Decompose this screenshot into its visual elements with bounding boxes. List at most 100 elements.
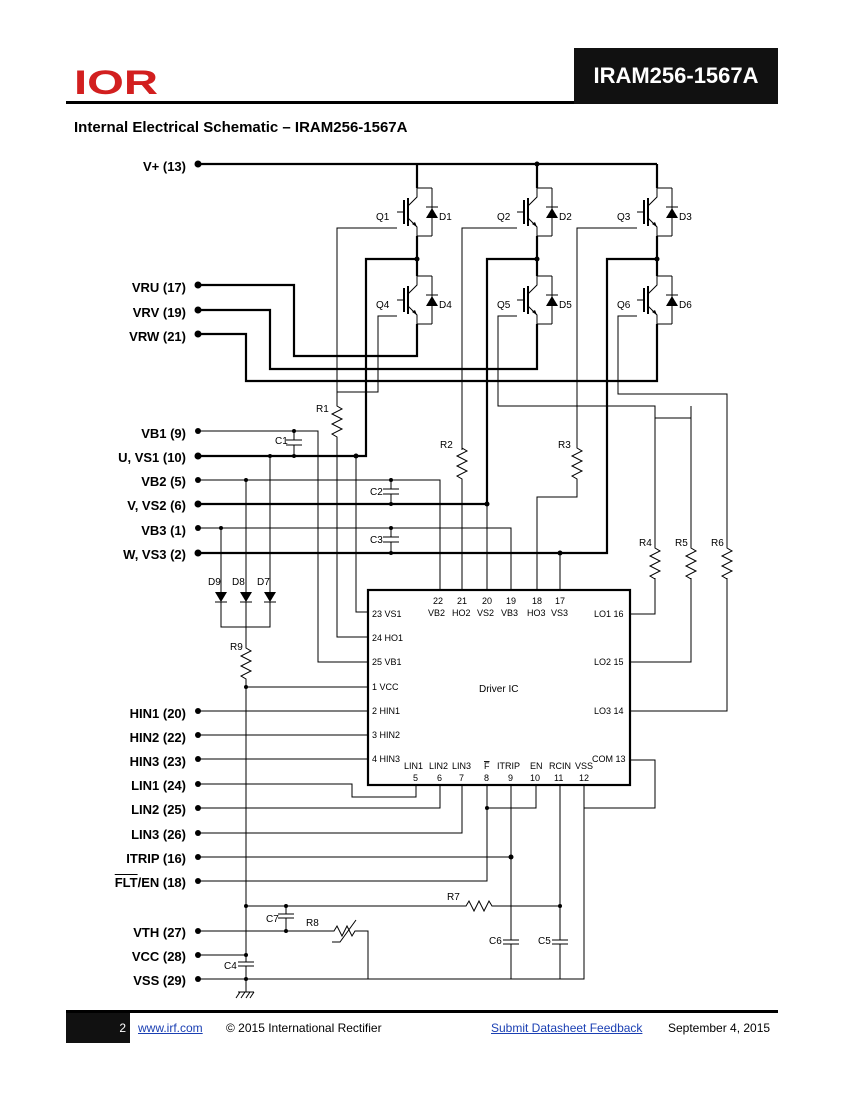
ic-pin-24: 24 HO1 xyxy=(372,633,403,643)
ic-pin-13: COM 13 xyxy=(592,754,626,764)
label-q6: Q6 xyxy=(617,300,631,311)
ic-pin-12-num: 12 xyxy=(579,773,589,783)
ic-pin-22-name: VB2 xyxy=(428,608,445,618)
ic-pin-11-num: 11 xyxy=(554,773,563,783)
header-rule xyxy=(66,101,778,104)
feedback-link[interactable]: Submit Datasheet Feedback xyxy=(491,1021,643,1035)
ic-pin-7-num: 7 xyxy=(459,773,464,783)
ic-pin-22-num: 22 xyxy=(433,596,443,606)
transistor-q2 xyxy=(516,187,559,237)
label-d6: D6 xyxy=(679,300,692,311)
ic-pin-18-name: HO3 xyxy=(527,608,546,618)
label-c4: C4 xyxy=(224,961,237,972)
ic-pin-10-num: 10 xyxy=(530,773,540,783)
label-d9: D9 xyxy=(208,577,221,588)
label-r2: R2 xyxy=(440,440,453,451)
transistor-q4 xyxy=(396,275,439,325)
label-r8: R8 xyxy=(306,918,319,929)
ic-pin-5-name: LIN1 xyxy=(404,761,423,771)
ic-pin-25: 25 VB1 xyxy=(372,657,402,667)
pin-label-vb1: VB1 (9) xyxy=(141,426,186,441)
pin-label-vs2: V, VS2 (6) xyxy=(127,498,186,513)
label-q4: Q4 xyxy=(376,300,390,311)
label-d3: D3 xyxy=(679,212,692,223)
label-d2: D2 xyxy=(559,212,572,223)
label-r1: R1 xyxy=(316,404,329,415)
ic-pin-8-num: 8 xyxy=(484,773,489,783)
pin-label-vs1: U, VS1 (10) xyxy=(118,450,186,465)
label-q1: Q1 xyxy=(376,212,390,223)
ic-label: Driver IC xyxy=(479,684,518,695)
pin-label-vth: VTH (27) xyxy=(133,925,186,940)
ic-pin-16: LO1 16 xyxy=(594,609,624,619)
flt-rest: /EN (18) xyxy=(137,875,186,890)
ic-pin-15: LO2 15 xyxy=(594,657,624,667)
pin-label-vs3: W, VS3 (2) xyxy=(123,547,186,562)
ic-pin-8-name: F xyxy=(484,761,490,771)
ic-pin-20-name: VS2 xyxy=(477,608,494,618)
ic-pin-4: 4 HIN3 xyxy=(372,754,400,764)
ic-pin-21-name: HO2 xyxy=(452,608,471,618)
transistor-q1 xyxy=(396,187,439,237)
page-title: Internal Electrical Schematic – IRAM256-… xyxy=(74,119,408,136)
ic-pin-21-num: 21 xyxy=(457,596,467,606)
pin-label-itrip: ITRIP (16) xyxy=(126,851,186,866)
ic-pin-11-name: RCIN xyxy=(549,761,571,771)
label-r9: R9 xyxy=(230,642,243,653)
ic-pin-5-num: 5 xyxy=(413,773,418,783)
label-d1: D1 xyxy=(439,212,452,223)
ic-pin-20-num: 20 xyxy=(482,596,492,606)
pin-label-vplus: V+ (13) xyxy=(143,159,186,174)
ic-pin-7-name: LIN3 xyxy=(452,761,471,771)
label-c7: C7 xyxy=(266,914,279,925)
ic-pin-14: LO3 14 xyxy=(594,706,624,716)
capacitor-c1 xyxy=(286,431,302,456)
resistor-r2 xyxy=(456,439,468,488)
ic-pin-18-num: 18 xyxy=(532,596,542,606)
ic-pin-1: 1 VCC xyxy=(372,682,399,692)
resistor-r3 xyxy=(571,439,583,488)
ic-pin-2: 2 HIN1 xyxy=(372,706,400,716)
label-c6: C6 xyxy=(489,936,502,947)
capacitor-c3 xyxy=(383,528,399,553)
capacitor-c2 xyxy=(383,480,399,504)
label-d8: D8 xyxy=(232,577,245,588)
pin-label-vru: VRU (17) xyxy=(131,280,186,295)
ic-pin-3: 3 HIN2 xyxy=(372,730,400,740)
label-q5: Q5 xyxy=(497,300,511,311)
ground-symbol xyxy=(235,979,255,999)
label-c5: C5 xyxy=(538,936,551,947)
label-r3: R3 xyxy=(558,440,571,451)
pin-label-hin3: HIN3 (23) xyxy=(129,754,186,769)
ic-pin-6-num: 6 xyxy=(437,773,442,783)
pin-label-lin3: LIN3 (26) xyxy=(131,827,186,842)
part-number-badge: IRAM256-1567A xyxy=(574,48,778,104)
transistor-q3 xyxy=(636,187,679,237)
pin-label-hin1: HIN1 (20) xyxy=(129,706,186,721)
pin-label-vrv: VRV (19) xyxy=(132,305,186,320)
pin-label-hin2: HIN2 (22) xyxy=(129,730,186,745)
ic-pin-10-name: EN xyxy=(530,761,543,771)
ic-pin-19-name: VB3 xyxy=(501,608,518,618)
label-r5: R5 xyxy=(675,538,688,549)
copyright: © 2015 International Rectifier xyxy=(226,1021,382,1035)
ic-pin-12-name: VSS xyxy=(575,761,593,771)
resistor-r7 xyxy=(460,899,560,913)
website-link[interactable]: www.irf.com xyxy=(138,1021,203,1035)
pin-label-vb2: VB2 (5) xyxy=(141,474,186,489)
label-r4: R4 xyxy=(639,538,652,549)
pin-label-vss: VSS (29) xyxy=(133,973,186,988)
date: September 4, 2015 xyxy=(668,1021,771,1035)
ic-pin-9-num: 9 xyxy=(508,773,513,783)
transistor-q5 xyxy=(516,275,559,325)
label-c1: C1 xyxy=(275,436,288,447)
resistor-r1 xyxy=(331,397,343,446)
ir-logo: IOR xyxy=(74,64,158,98)
diode-d9 xyxy=(214,591,228,603)
ic-pin-9-name: ITRIP xyxy=(497,761,520,771)
driver-ic xyxy=(366,588,632,787)
pin-label-flt-en: FLT/EN (18) xyxy=(66,876,186,890)
ic-pin-23: 23 VS1 xyxy=(372,609,402,619)
pin-label-vrw: VRW (21) xyxy=(129,329,186,344)
thermistor-r8 xyxy=(330,919,369,979)
